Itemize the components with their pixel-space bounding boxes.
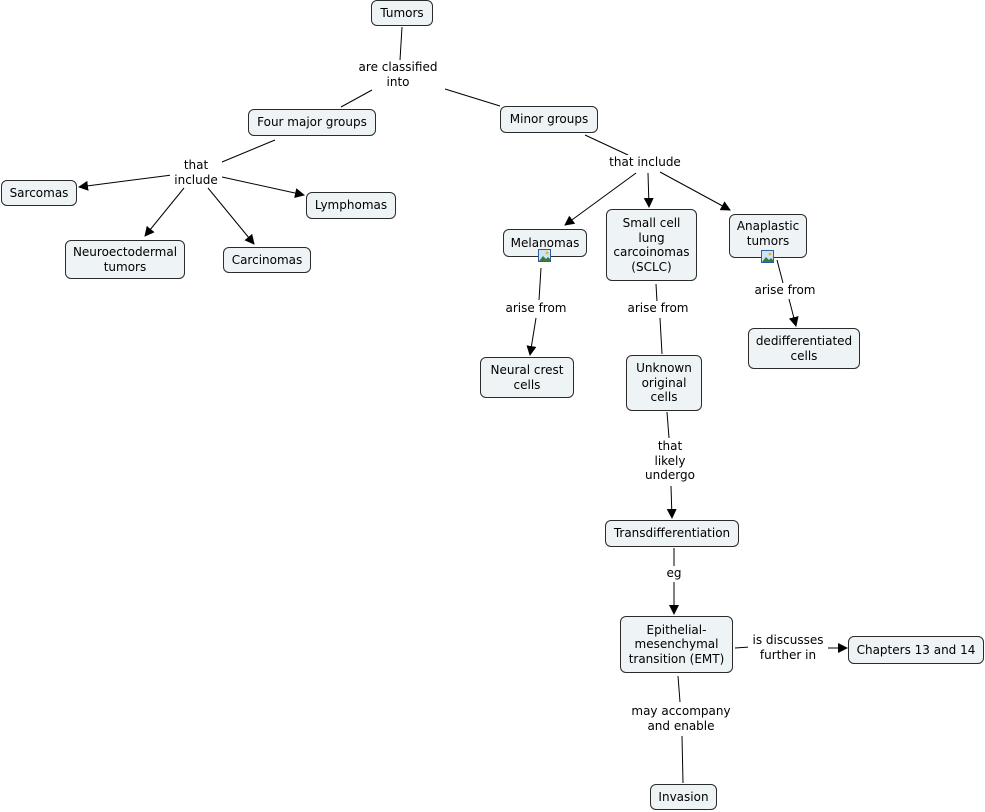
link-label-arise-anaplastic: arise from: [749, 283, 821, 298]
link-label-arise-sclc: arise from: [622, 301, 694, 316]
line-sclc-arise: [655, 283, 658, 303]
link-label-eg: eg: [662, 566, 686, 581]
node-melanomas-label: Melanomas: [510, 235, 580, 250]
node-unknown-original-cells[interactable]: Unknown original cells: [626, 355, 702, 411]
link-label-accompany: may accompany and enable: [626, 704, 736, 733]
node-emt[interactable]: Epithelial- mesenchymal transition (EMT): [620, 616, 733, 673]
node-neural-crest-label: Neural crest cells: [490, 363, 564, 392]
node-sclc-label: Small cell lung carcoinomas (SCLC): [613, 216, 690, 274]
node-transdifferentiation[interactable]: Transdifferentiation: [605, 520, 739, 547]
node-sarcomas-label: Sarcomas: [9, 185, 69, 200]
arrow-likely-transdiff: [666, 485, 677, 519]
node-tumors-label: Tumors: [380, 5, 424, 20]
node-carcinomas-label: Carcinomas: [231, 252, 303, 267]
arrow-arise-dediff: [788, 298, 799, 327]
node-neuroectodermal-tumors[interactable]: Neuroectodermal tumors: [65, 240, 185, 279]
node-dediff-label: dedifferentiated cells: [755, 334, 853, 363]
arrow-include-lymphomas: [221, 176, 305, 198]
node-minor-label: Minor groups: [509, 112, 589, 127]
image-icon[interactable]: [761, 250, 774, 263]
link-label-likely-undergo: that likely undergo: [638, 439, 702, 483]
node-neuroecto-label: Neuroectodermal tumors: [72, 245, 178, 274]
node-invasion-label: Invasion: [658, 789, 709, 804]
arrow-include-sarcomas: [78, 174, 173, 191]
line-arise-unknown: [659, 317, 663, 355]
node-sclc[interactable]: Small cell lung carcoinomas (SCLC): [606, 209, 697, 281]
arrow-include-anaplastic: [659, 171, 731, 211]
node-four-major-label: Four major groups: [257, 115, 367, 130]
node-emt-label: Epithelial- mesenchymal transition (EMT): [628, 622, 725, 666]
line-minor-include: [584, 134, 629, 156]
link-label-that-include-right: that include: [604, 155, 686, 170]
line-mel-arise: [538, 267, 542, 301]
node-tumors[interactable]: Tumors: [371, 0, 433, 26]
node-chapters-label: Chapters 13 and 14: [856, 642, 976, 657]
link-label-discusses: is discusses further in: [748, 633, 828, 662]
arrow-include-neuroecto: [144, 187, 185, 237]
node-carcinomas[interactable]: Carcinomas: [223, 247, 311, 273]
link-label-classified: are classified into: [352, 60, 444, 89]
line-emt-discusses: [734, 646, 751, 649]
node-anaplastic-label: Anaplastic tumors: [736, 219, 800, 248]
image-icon[interactable]: [538, 249, 551, 262]
node-neural-crest-cells[interactable]: Neural crest cells: [480, 357, 574, 398]
line-classified-minor: [444, 88, 501, 107]
line-tumors-classified: [399, 26, 403, 61]
arrow-include-carcinomas: [207, 187, 255, 245]
line-unknown-likely: [666, 411, 670, 439]
node-four-major-groups[interactable]: Four major groups: [248, 109, 376, 136]
line-ana-arise: [776, 259, 784, 284]
node-chapters-13-14[interactable]: Chapters 13 and 14: [848, 636, 984, 664]
line-emt-accompany: [677, 675, 681, 703]
arrow-arise-neural: [526, 317, 537, 356]
node-lymphomas-label: Lymphomas: [314, 198, 388, 213]
node-sarcomas[interactable]: Sarcomas: [1, 180, 77, 206]
arrow-include-melanomas: [564, 172, 637, 226]
node-transdiff-label: Transdifferentiation: [613, 526, 731, 541]
node-lymphomas[interactable]: Lymphomas: [306, 192, 396, 219]
line-four-include: [221, 139, 276, 163]
link-label-that-include-left: that include: [170, 158, 222, 187]
line-accompany-invasion: [681, 735, 684, 784]
line-classified-four: [340, 89, 373, 108]
node-minor-groups[interactable]: Minor groups: [500, 106, 598, 133]
link-label-arise-melanomas: arise from: [500, 301, 572, 316]
node-dedifferentiated-cells[interactable]: dedifferentiated cells: [748, 328, 860, 369]
node-melanomas[interactable]: Melanomas: [503, 229, 587, 257]
node-invasion[interactable]: Invasion: [650, 784, 717, 810]
node-unknown-label: Unknown original cells: [636, 361, 692, 405]
arrow-include-sclc: [643, 172, 654, 208]
